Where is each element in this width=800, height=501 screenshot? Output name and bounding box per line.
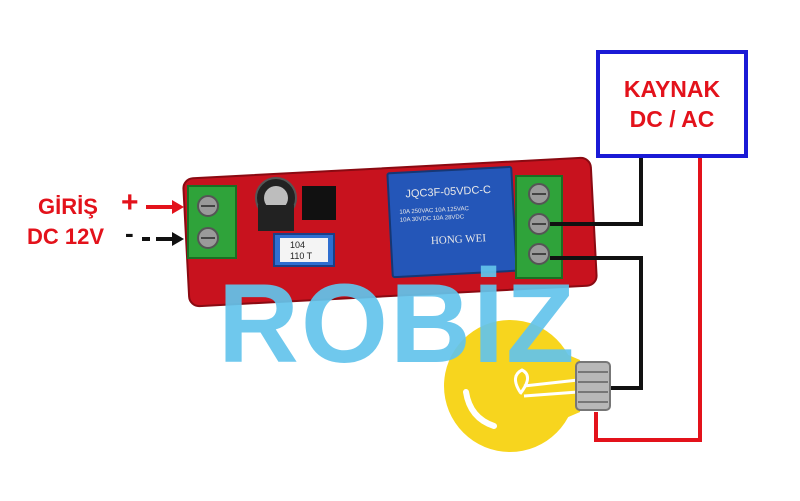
source-label-line2: DC / AC — [629, 106, 715, 132]
source-label-line1: KAYNAK — [623, 76, 721, 102]
minus-symbol: - — [125, 218, 134, 248]
input-label-line2: DC 12V — [27, 224, 105, 249]
relay-body — [386, 165, 518, 279]
capacitor — [255, 177, 297, 231]
trimmer-code2-text: 110 T — [290, 251, 313, 261]
trimmer-potentiometer — [273, 233, 335, 267]
input-minus-arrow — [142, 232, 184, 246]
plus-symbol: + — [121, 186, 139, 219]
power-source-box: KAYNAK DC / AC — [596, 50, 748, 158]
bulb-base — [575, 361, 611, 411]
input-label-line1: GİRİŞ — [38, 194, 98, 219]
ic-chip — [302, 186, 336, 220]
trimmer-code1-text: 104 — [290, 240, 305, 250]
relay-model-text: JQC3F-05VDC-C — [405, 184, 491, 200]
input-terminal-block — [187, 185, 237, 259]
output-terminal-block — [515, 175, 563, 279]
relay-rating2-text: 10A 30VDC 10A 28VDC — [400, 214, 465, 223]
watermark-logo: ROBİZ — [218, 261, 577, 386]
light-bulb-icon — [444, 320, 611, 452]
relay-module-board — [182, 156, 598, 308]
wire-black-no — [550, 256, 643, 390]
wire-red-source — [594, 158, 702, 442]
input-plus-arrow — [146, 200, 184, 214]
relay-rating1-text: 10A 250VAC 10A 125VAC — [399, 206, 469, 216]
wire-black-com — [550, 158, 643, 226]
relay-brand-text: HONG WEI — [431, 232, 487, 247]
